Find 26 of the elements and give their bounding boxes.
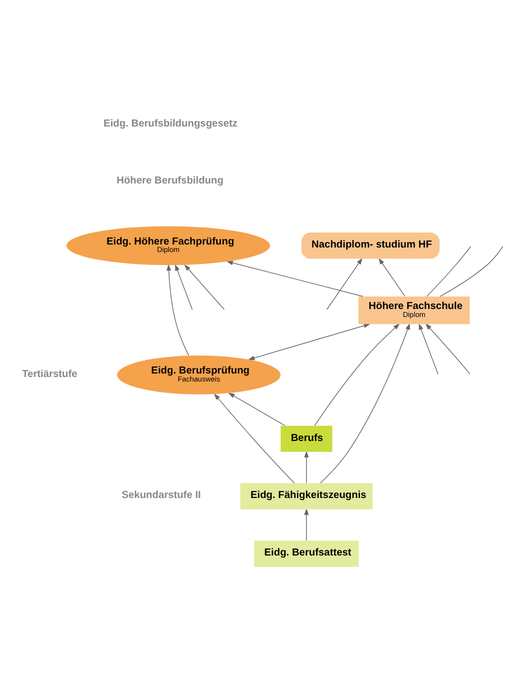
arrow (166, 264, 189, 356)
connector (426, 246, 471, 296)
arrow (418, 322, 438, 374)
node-box: Eidg. Fähigkeitszeugnis (240, 482, 372, 509)
arrow (247, 322, 370, 360)
arrow (304, 450, 308, 483)
label: Sekundarstufe II (121, 490, 200, 501)
arrow (228, 392, 285, 426)
arrow (424, 322, 470, 374)
arrow (314, 322, 400, 426)
arrow (226, 260, 363, 296)
arrow (184, 264, 224, 310)
connector (439, 246, 503, 296)
node-box: Berufs (280, 425, 332, 452)
node-box: Eidg. Berufsattest (254, 540, 358, 566)
node-box: Nachdiplom- studium HF (300, 232, 440, 258)
arrow (213, 393, 294, 483)
label: Eidg. Berufsbildungsgesetz (103, 118, 237, 129)
arrow (378, 257, 405, 296)
node-box: Höhere Fachschule Diplom (358, 296, 470, 324)
arrow (319, 322, 410, 483)
arrow (174, 264, 192, 310)
arrow (304, 508, 308, 540)
label: Tertiärstufe (22, 368, 77, 380)
label: Höhere Berufsbildung (116, 175, 223, 186)
arrow (326, 257, 362, 310)
